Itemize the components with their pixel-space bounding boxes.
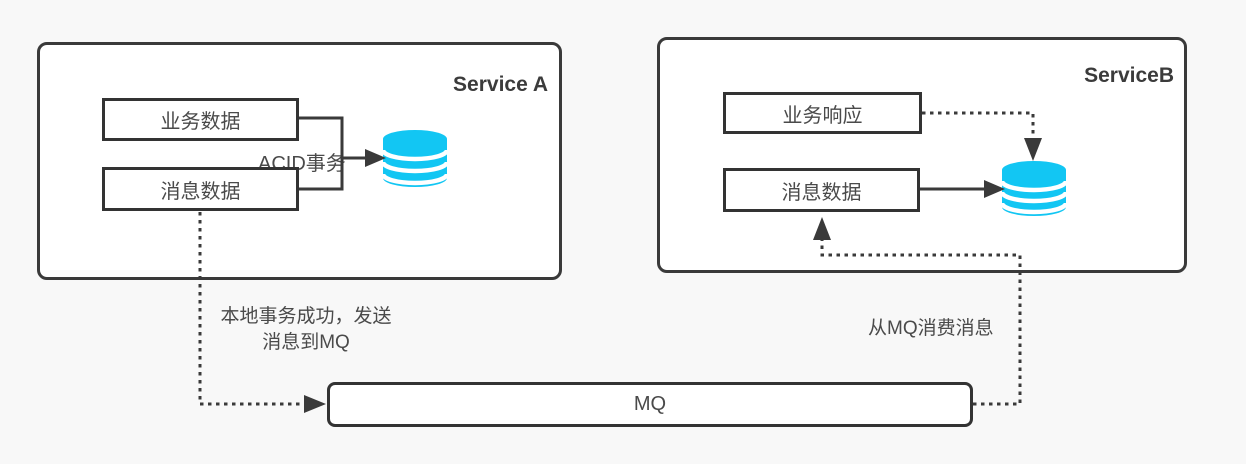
node-message-data-a: 消息数据 — [102, 167, 299, 211]
node-mq: MQ — [327, 382, 973, 427]
service-a-container: Service A 业务数据 消息数据 ACID事务 — [37, 42, 562, 280]
service-b-container: ServiceB 业务响应 消息数据 — [657, 37, 1187, 273]
service-a-title: Service A — [453, 73, 548, 96]
node-message-data-b: 消息数据 — [723, 168, 920, 212]
annotation-send-to-mq: 本地事务成功，发送 消息到MQ — [220, 306, 392, 353]
node-business-data: 业务数据 — [102, 98, 299, 141]
node-business-response: 业务响应 — [723, 92, 922, 134]
annotation-consume-from-mq: 从MQ消费消息 — [868, 318, 994, 339]
service-b-title: ServiceB — [1084, 64, 1174, 87]
